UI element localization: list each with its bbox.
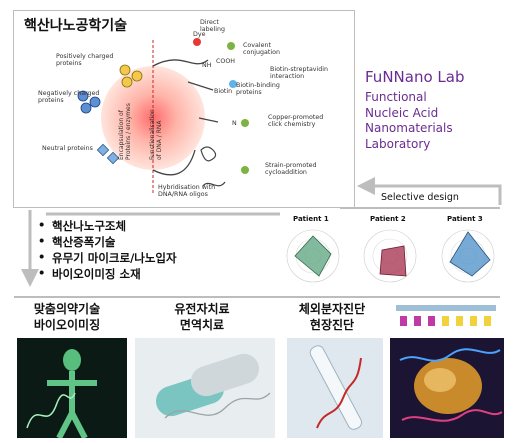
click-label: Copper-promoted click chemistry (268, 114, 324, 129)
negative-protein-icons (77, 90, 101, 114)
hybrid-label: Hybridisation with DNA/RNA oligos (158, 184, 216, 199)
patient-3-title: Patient 3 (447, 215, 483, 223)
neutral-label: Neutral proteins (42, 145, 93, 152)
biotin-strep-label: Biotin-streptavidin interaction (270, 66, 329, 81)
neutral-protein-icons (96, 143, 120, 165)
functionalisation-label: Functionalisation of DNA / RNA (149, 109, 163, 160)
patient-2-title: Patient 2 (370, 215, 406, 223)
caption-2-line-2: 면역치료 (179, 318, 225, 332)
lab-line-3: Nanomaterials (365, 121, 453, 135)
bullet-3: 유무기 마이크로/나노입자 (38, 250, 177, 266)
patient-radar-charts (286, 229, 495, 283)
direct-labeling-label: Direct labeling (200, 19, 225, 34)
nh2-label: NH (202, 62, 212, 69)
selective-design-arrow (357, 177, 502, 205)
biotin-icon (229, 80, 237, 88)
lab-fullname: Functional Nucleic Acid Nanomaterials La… (365, 90, 453, 152)
nanostructure-image (390, 300, 504, 438)
lab-line-2: Nucleic Acid (365, 105, 439, 120)
caption-2-line-1: 유전자치료 (174, 302, 230, 316)
negative-label: Negatively charged proteins (38, 90, 100, 105)
patient-2-radar (363, 229, 417, 283)
caption-1-line-1: 맞춤의약기술 (33, 302, 101, 316)
cooh-label: COOH (216, 58, 236, 65)
strain-label: Strain-promoted cycloaddition (265, 162, 317, 177)
gene-therapy-image (135, 338, 275, 438)
dye-icon (193, 38, 201, 46)
encapsulation-label: Encapsulation of Proteins / enzymes (118, 103, 132, 160)
bullet-4: 바이오이미징 소재 (38, 266, 141, 282)
lab-line-4: Laboratory (365, 136, 431, 151)
bioimaging-image (17, 338, 127, 438)
caption-2: 유전자치료 면역치료 (132, 301, 272, 333)
bullet-2: 핵산증폭기술 (38, 234, 116, 250)
bullet-1: 핵산나노구조체 (38, 218, 126, 234)
cyclooctyne-icon (200, 146, 217, 162)
positive-label: Positively charged proteins (56, 53, 114, 68)
patient-1-radar (286, 229, 340, 283)
patient-1-title: Patient 1 (293, 215, 329, 223)
caption-1: 맞춤의약기술 바이오이미징 (8, 301, 126, 333)
patient-3-radar (441, 229, 495, 283)
caption-1-line-2: 바이오이미징 (33, 318, 101, 332)
caption-3-line-2: 현장진단 (309, 318, 355, 332)
lab-line-1: Functional (365, 90, 427, 104)
caption-3: 체외분자진단 현장진단 (270, 301, 394, 333)
diagnostics-image (287, 338, 383, 438)
panel-title: 핵산나노공학기술 (24, 18, 128, 34)
click-icon (241, 119, 249, 127)
nanoparticle-diagram (77, 38, 249, 195)
strain-icon (241, 166, 249, 174)
positive-protein-icons (119, 64, 143, 88)
covalent-label: Covalent conjugation (243, 42, 280, 57)
n3-label: N (232, 120, 237, 127)
biotin-label: Biotin (214, 88, 233, 95)
biotin-binding-label: Biotin-binding proteins (236, 82, 280, 97)
dye-label: Dye (193, 31, 206, 38)
covalent-icon (227, 42, 235, 50)
caption-3-line-1: 체외분자진단 (298, 302, 366, 316)
lab-name: FuNNano Lab (365, 68, 465, 86)
selective-design-label: Selective design (381, 192, 459, 203)
